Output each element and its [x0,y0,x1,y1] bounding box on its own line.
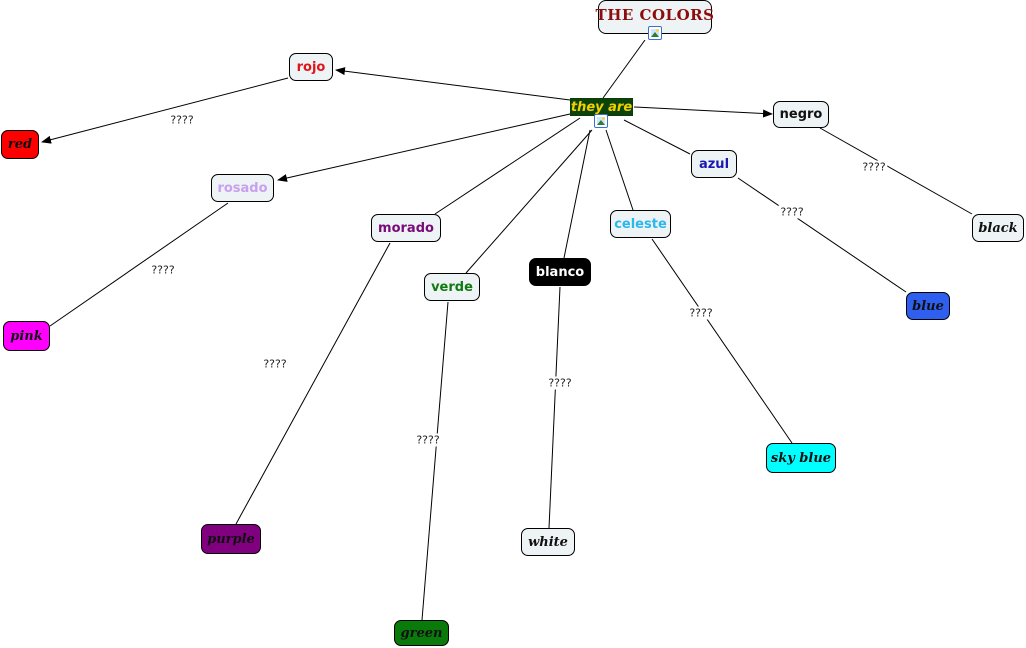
node-pink[interactable]: pink [3,321,50,351]
link-center-negro [633,106,773,118]
link-label-rojo-red: ???? [168,113,196,127]
node-negro-label: negro [779,107,823,122]
link-center-blanco [563,129,591,259]
link-label-blanco-white: ???? [546,376,574,390]
node-black[interactable]: black [972,214,1024,242]
node-rojo[interactable]: rojo [289,53,333,81]
node-rojo-label: rojo [296,59,326,75]
link-center-azul [623,119,691,155]
link-blanco-white [548,286,561,529]
node-sky-blue-label: sky blue [770,450,832,466]
link-title-center [602,39,646,99]
center-node[interactable]: they are [570,98,633,116]
center-node-label: they are [570,99,633,115]
node-rosado-label: rosado [217,180,268,196]
title-node-label: THE COLORS [595,6,715,24]
link-label-celeste-skyblue: ???? [687,306,715,320]
link-rojo-red [41,77,289,144]
node-sky-blue[interactable]: sky blue [766,443,836,473]
node-blue-label: blue [912,298,944,314]
node-verde[interactable]: verde [424,273,480,301]
node-pink-label: pink [10,328,43,344]
link-label-verde-green: ???? [414,433,442,447]
node-red[interactable]: red [1,130,39,159]
link-rosado-pink [49,202,229,327]
node-black-label: black [978,220,1018,236]
node-negro[interactable]: negro [773,101,829,128]
link-center-morado [434,117,581,215]
node-celeste[interactable]: celeste [610,210,671,238]
link-celeste-skyblue [651,238,793,444]
link-label-rosado-pink: ???? [149,263,177,277]
link-center-rosado [277,113,571,182]
link-center-celeste [605,129,634,211]
node-red-label: red [7,137,33,152]
node-green-label: green [400,625,443,641]
link-verde-green [421,301,449,621]
link-center-verde [465,129,593,274]
node-verde-label: verde [431,279,473,295]
node-blanco[interactable]: blanco [529,258,591,286]
node-blue[interactable]: blue [906,292,950,320]
node-morado-label: morado [378,220,434,236]
link-center-rojo [335,67,571,101]
link-label-negro-black: ???? [860,160,888,174]
link-negro-black [819,127,973,215]
link-azul-blue [737,177,907,293]
node-celeste-label: celeste [614,216,667,232]
node-purple-label: purple [207,531,255,547]
node-purple[interactable]: purple [201,524,261,554]
node-rosado[interactable]: rosado [211,174,274,202]
link-label-azul-blue: ???? [778,205,806,219]
link-label-morado-purple: ???? [261,357,289,371]
node-azul[interactable]: azul [691,150,737,178]
node-green[interactable]: green [394,620,449,646]
node-white-label: white [528,534,568,550]
title-node[interactable]: THE COLORS [595,0,715,34]
node-azul-label: azul [698,156,730,172]
image-icon[interactable] [594,114,608,128]
image-icon[interactable] [648,26,662,40]
link-morado-purple [235,242,391,525]
node-white[interactable]: white [521,528,575,556]
node-blanco-label: blanco [535,264,585,280]
node-morado[interactable]: morado [371,214,441,242]
